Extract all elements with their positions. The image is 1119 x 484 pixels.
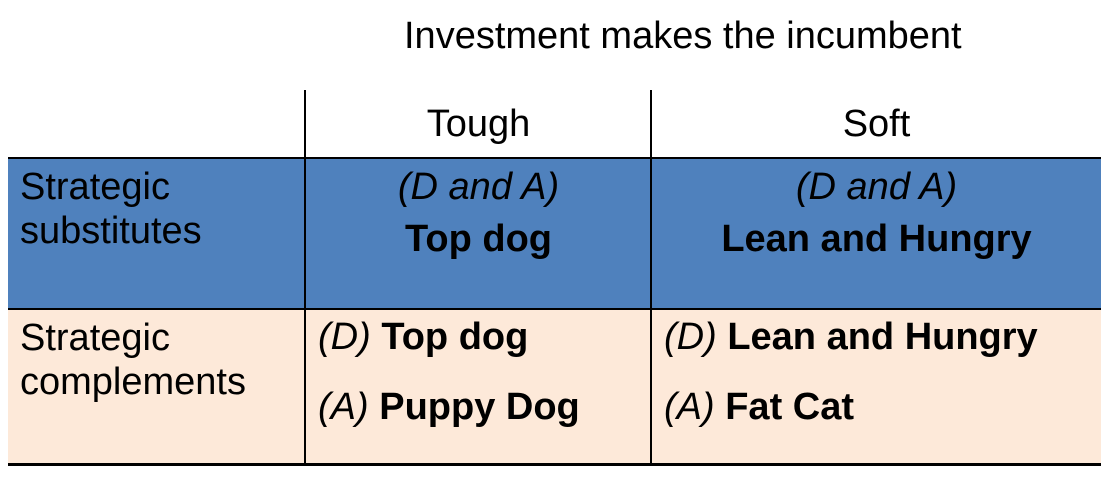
row-label-line: substitutes — [20, 210, 202, 252]
column-header-soft: Soft — [842, 102, 911, 145]
cell-prefix: (A) — [664, 386, 715, 428]
cell-qualifier: (D and A) — [397, 166, 560, 208]
header-divider — [8, 157, 1101, 159]
row-label-complements: Strategic complements — [20, 316, 246, 404]
cell-substitutes-tough: (D and A) Top dog — [306, 165, 651, 269]
row-divider — [8, 308, 1101, 310]
row-label-line: Strategic — [20, 317, 170, 359]
cell-qualifier: (D and A) — [795, 166, 958, 208]
cell-complements-tough-d: (D) Top dog — [318, 316, 528, 359]
row-label-line: Strategic — [20, 166, 170, 208]
cell-result: Lean and Hungry — [727, 316, 1038, 358]
cell-complements-soft-a: (A) Fat Cat — [664, 386, 854, 429]
cell-prefix: (A) — [318, 386, 369, 428]
cell-prefix: (D) — [664, 316, 717, 358]
row-label-line: complements — [20, 361, 246, 403]
table-heading: Investment makes the incumbent — [404, 15, 962, 57]
cell-result: Puppy Dog — [379, 386, 580, 428]
cell-complements-tough-a: (A) Puppy Dog — [318, 386, 580, 429]
table-bottom-border — [8, 463, 1101, 466]
row-strategic-substitutes — [8, 158, 1101, 309]
row-strategic-complements — [8, 309, 1101, 465]
cell-result: Lean and Hungry — [721, 218, 1032, 260]
cell-result: Fat Cat — [725, 386, 855, 428]
cell-result: Top dog — [404, 218, 552, 260]
row-label-substitutes: Strategic substitutes — [20, 165, 202, 253]
column-divider-1 — [304, 90, 306, 465]
cell-complements-soft-d: (D) Lean and Hungry — [664, 316, 1038, 359]
column-divider-2 — [650, 90, 652, 465]
cell-result: Top dog — [381, 316, 529, 358]
cell-substitutes-soft: (D and A) Lean and Hungry — [652, 165, 1101, 269]
column-header-tough: Tough — [426, 102, 531, 145]
cell-prefix: (D) — [318, 316, 371, 358]
